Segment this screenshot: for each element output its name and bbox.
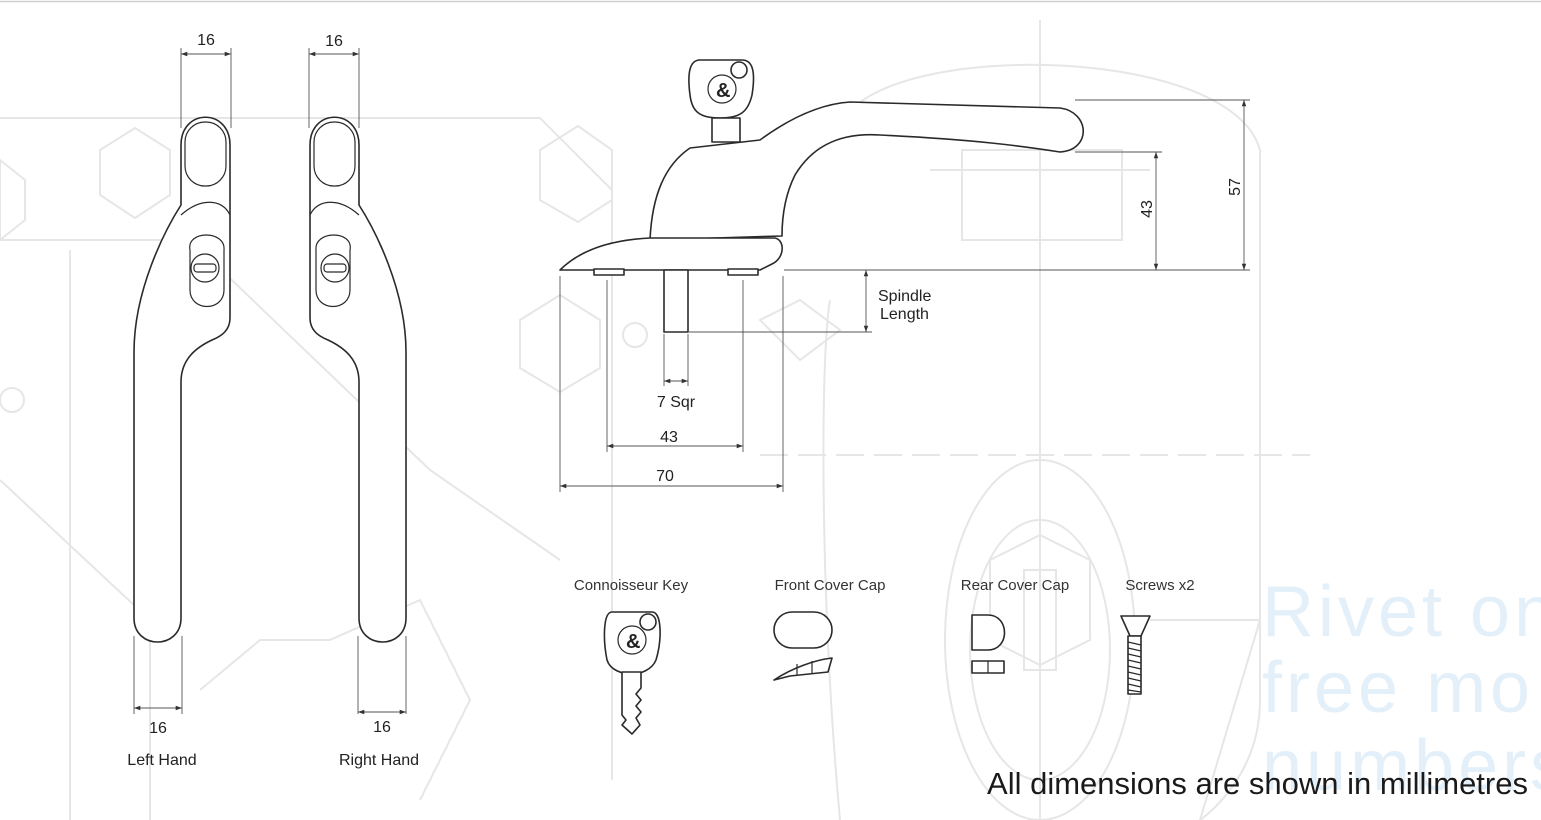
fixing-centres-dimension: 43 xyxy=(660,429,678,446)
watermark-line-3: numbers xyxy=(1262,726,1541,806)
screw-icon xyxy=(1120,615,1151,695)
rear-cover-cap-icon xyxy=(971,614,1006,674)
screws-label: Screws x2 xyxy=(1125,577,1194,594)
left-handle-outline xyxy=(133,116,231,643)
right-hand-top-width: 16 xyxy=(325,33,343,50)
rear-cover-cap-label: Rear Cover Cap xyxy=(961,577,1069,594)
connoisseur-key-label: Connoisseur Key xyxy=(574,577,689,594)
watermark-line-1: Rivet on xyxy=(1262,572,1541,652)
left-hand-handle-front-view xyxy=(133,116,231,643)
component-screws: Screws x2 xyxy=(1120,577,1195,695)
left-hand-label: Left Hand xyxy=(127,752,196,769)
right-hand-handle-front-view xyxy=(309,116,407,643)
lever-body xyxy=(649,101,1084,241)
right-hand-bottom-width: 16 xyxy=(373,719,391,736)
left-hand-top-width: 16 xyxy=(197,32,215,49)
component-rear-cover-cap: Rear Cover Cap xyxy=(961,577,1069,674)
spindle xyxy=(663,269,689,333)
svg-text:&: & xyxy=(626,631,640,653)
component-front-cover-cap: Front Cover Cap xyxy=(773,577,886,681)
base-length-dimension: 70 xyxy=(656,468,674,485)
right-hand-label: Right Hand xyxy=(339,752,419,769)
front-cover-cap-label: Front Cover Cap xyxy=(775,577,886,594)
handle-side-view: & xyxy=(559,59,1084,333)
units-note: All dimensions are shown in millimetres xyxy=(987,766,1528,801)
spindle-length-label-line1: Spindle xyxy=(878,288,931,305)
overall-height-dimension: 57 xyxy=(1227,178,1244,196)
watermark-line-2: free mo xyxy=(1262,648,1534,728)
side-view-dimensions: 57 43 Spindle Length 7 Sqr 43 70 xyxy=(559,99,1250,492)
component-connoisseur-key: Connoisseur Key & xyxy=(574,577,689,735)
spindle-size-dimension: 7 Sqr xyxy=(657,394,696,411)
left-hand-dimensions: 16 16 Left Hand xyxy=(127,32,232,769)
right-hand-dimensions: 16 16 Right Hand xyxy=(308,33,419,769)
left-hand-bottom-width: 16 xyxy=(149,720,167,737)
lever-height-dimension: 43 xyxy=(1139,200,1156,218)
handle-base xyxy=(559,237,783,271)
spindle-length-label-line2: Length xyxy=(880,306,929,323)
watermark: Rivet on free mo numbers xyxy=(1262,572,1541,806)
key-icon: & xyxy=(603,611,661,735)
front-cover-cap-icon xyxy=(773,611,833,681)
svg-text:&: & xyxy=(716,80,730,102)
